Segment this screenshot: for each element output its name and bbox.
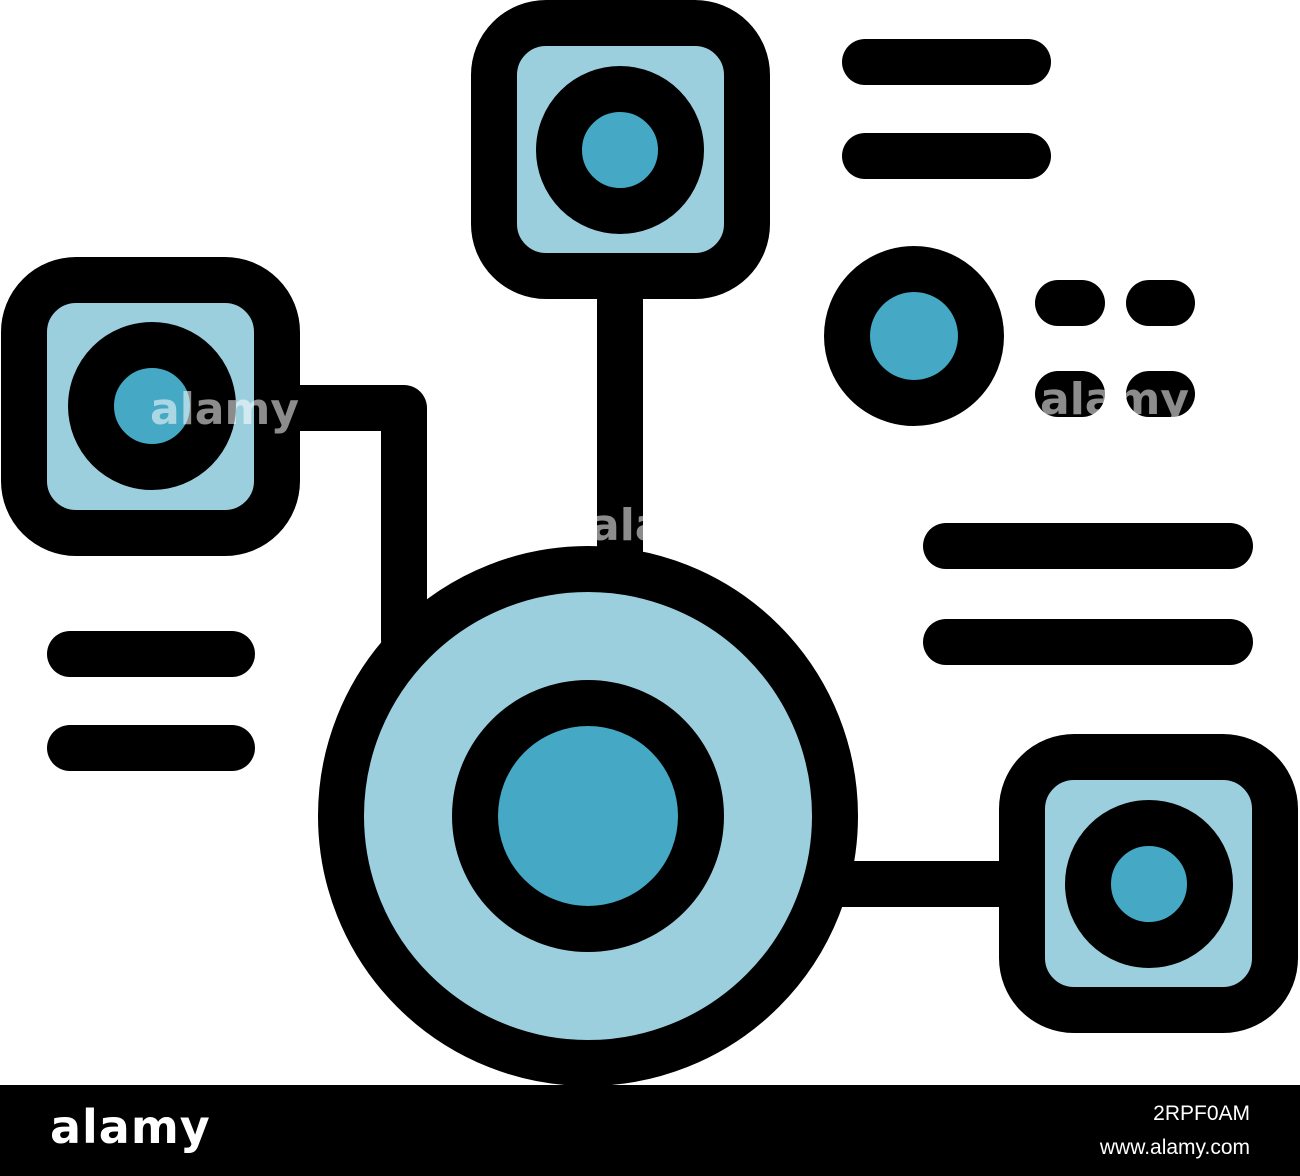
connector-lines [277,277,1023,907]
watermark-bar: alamy 2RPF0AM www.alamy.com [0,1085,1300,1176]
svg-text:alamy: alamy [590,500,739,551]
watermark-overlay: alamy alamy alamy [150,374,1189,551]
node-top-icon [471,0,770,299]
node-right-icon [999,734,1298,1033]
image-id-label: 2RPF0AM [1153,1102,1250,1125]
site-url-label: www.alamy.com [1099,1136,1250,1159]
network-hierarchy-icon: alamy alamy alamy [1,0,1298,1085]
connector-left-icon [277,385,427,663]
node-left-icon [1,257,300,556]
text-line-bars [47,39,1253,771]
brand-logo: alamy [50,1100,211,1154]
central-node-icon [318,546,858,1085]
svg-text:alamy: alamy [150,384,299,435]
small-circle-icon [824,246,1004,426]
svg-text:alamy: alamy [1040,374,1189,425]
